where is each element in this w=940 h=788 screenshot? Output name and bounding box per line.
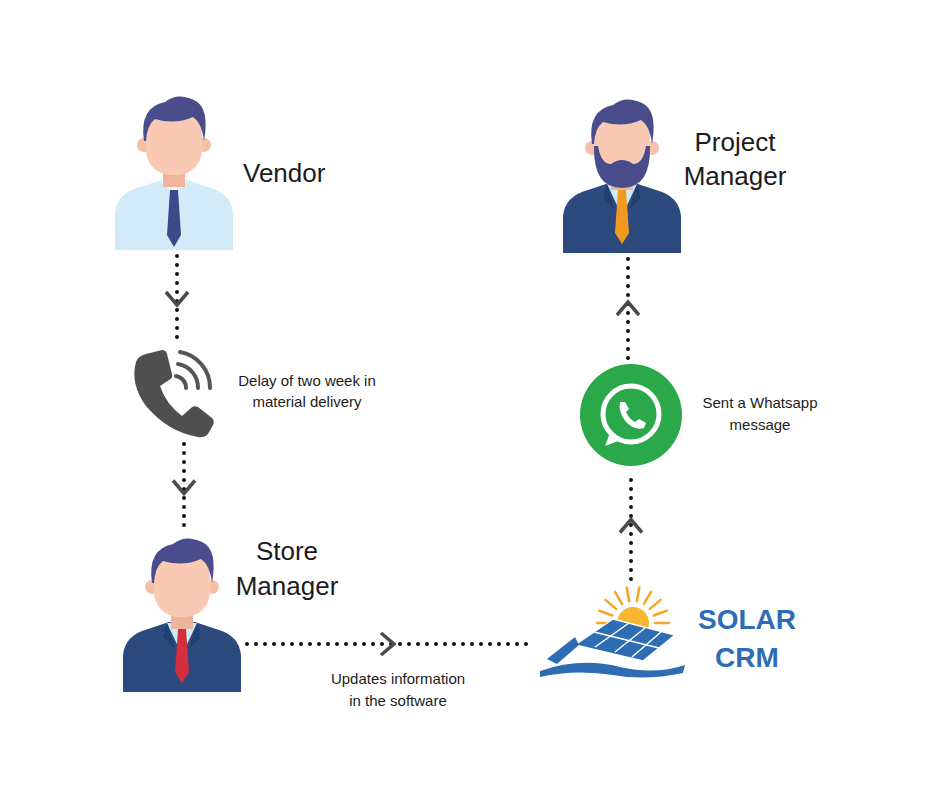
dotted-connector [247,633,529,655]
connector-line [182,444,186,531]
software-node: SOLAR CRM [535,585,690,680]
node-label: Delay of two week in material delivery [231,370,383,412]
person-node: Project Manager [563,100,681,252]
dotted-connector [617,258,639,358]
edge-label: Updates information in the software [324,668,472,712]
manager-figure [563,99,681,253]
connector-line [629,472,633,579]
solar-logo [540,588,685,678]
arrow-chevron [166,292,188,305]
arrow-chevron [617,302,639,315]
node-label: SOLAR CRM [695,601,799,677]
dotted-connector [166,256,188,342]
phone-node: Delay of two week in material delivery [128,348,214,438]
dotted-connector [173,444,195,531]
phone-icon [134,350,213,437]
node-label: Vendor [243,157,353,189]
arrow-chevron [173,481,195,494]
dotted-connector [620,472,642,579]
person-node: Store Manager [123,537,241,692]
whatsapp-icon [580,364,682,466]
vendor-figure [115,96,233,250]
node-label: Project Manager [670,125,800,193]
node-label: Store Manager [222,534,352,604]
whatsapp-node: Sent a Whatsapp message [580,364,682,466]
node-label: Sent a Whatsapp message [690,392,830,436]
connector-line [247,642,529,646]
connector-line [175,256,179,342]
arrow-chevron [381,633,394,655]
connector-line [626,258,630,358]
store-manager-figure [123,538,241,692]
person-node: Vendor [115,95,233,250]
arrow-chevron [620,520,642,533]
